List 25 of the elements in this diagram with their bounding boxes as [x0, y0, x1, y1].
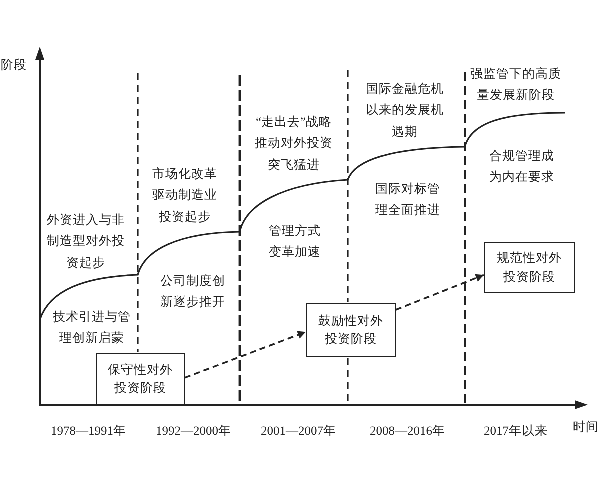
axis-label: 时间 [572, 419, 600, 436]
period-label: 1978—1991年 [51, 424, 126, 439]
stage-box [306, 303, 396, 357]
stage-description: 国际金融危机以来的发展机遇期 [365, 81, 445, 140]
management-description: 合规管理成为内在要求 [489, 148, 555, 186]
management-description: 技术引进与管理创新启蒙 [52, 309, 132, 348]
period-label: 2001—2007年 [261, 424, 336, 439]
dashed-arrow [184, 331, 306, 379]
period-label: 2008—2016年 [370, 424, 446, 439]
management-description: 国际对标管理全面推进 [375, 181, 441, 220]
stage-description: 市场化改革驱动制造业投资起步 [152, 166, 218, 226]
period-label: 1992—2000年 [156, 424, 232, 439]
dashed-arrow [396, 274, 484, 311]
stage-name: 鼓励性对外投资阶段 [318, 312, 384, 348]
stage-name: 规范性对外投资阶段 [496, 250, 562, 286]
management-description: 公司制度创新逐步推开 [160, 273, 226, 312]
management-description: 管理方式变革加速 [268, 223, 322, 262]
stage-name: 保守性对外投资阶段 [108, 362, 174, 397]
period-label: 2017年以来 [484, 424, 548, 439]
stage-description: 外资进入与非制造型对外投资起步 [47, 212, 125, 272]
stage-box [96, 353, 185, 405]
stage-description: “走出去”战略推动对外投资突飞猛进 [255, 114, 333, 174]
axis-label: 阶段 [0, 57, 28, 74]
stage-description: 强监管下的高质量发展新阶段 [470, 66, 562, 104]
stage-box [484, 242, 575, 293]
